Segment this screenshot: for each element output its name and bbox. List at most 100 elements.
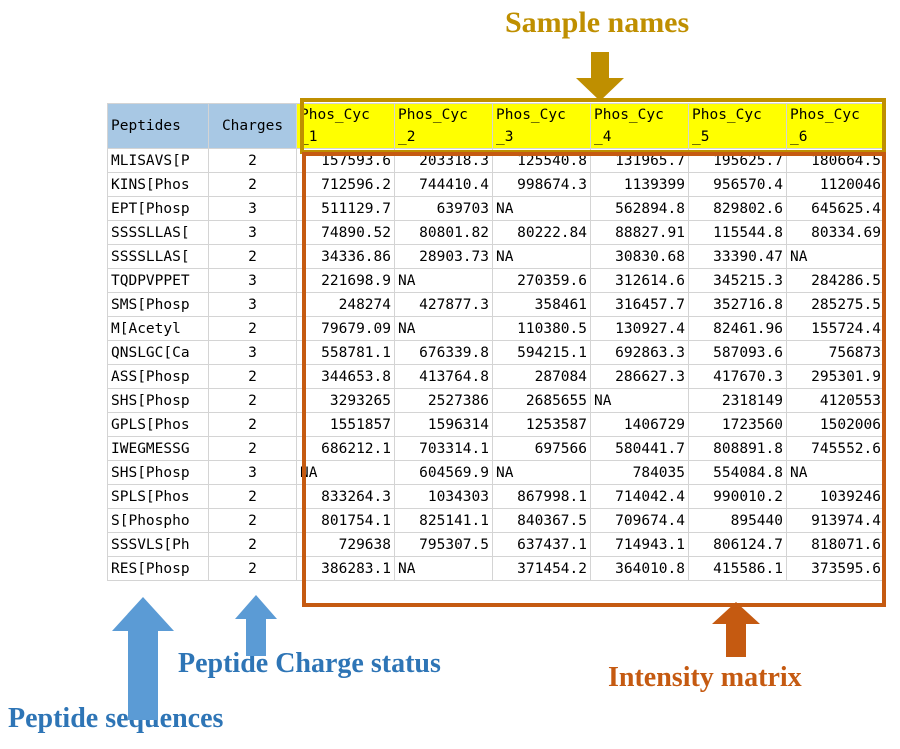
intensity-cell[interactable]: 712596.2 xyxy=(296,172,395,197)
intensity-cell[interactable]: NA xyxy=(786,244,885,269)
intensity-cell[interactable]: 913974.4 xyxy=(786,508,885,533)
intensity-cell[interactable]: 345215.3 xyxy=(688,268,787,293)
intensity-cell[interactable]: 131965.7 xyxy=(590,148,689,173)
intensity-cell[interactable]: 756873 xyxy=(786,340,885,365)
intensity-cell[interactable]: 587093.6 xyxy=(688,340,787,365)
intensity-cell[interactable]: 180664.5 xyxy=(786,148,885,173)
intensity-cell[interactable]: NA xyxy=(492,196,591,221)
intensity-cell[interactable]: 744410.4 xyxy=(394,172,493,197)
charge-cell[interactable]: 3 xyxy=(208,340,297,365)
intensity-cell[interactable]: 286627.3 xyxy=(590,364,689,389)
intensity-cell[interactable]: 295301.9 xyxy=(786,364,885,389)
intensity-cell[interactable]: 825141.1 xyxy=(394,508,493,533)
charge-cell[interactable]: 3 xyxy=(208,460,297,485)
column-header-peptides[interactable]: Peptides xyxy=(107,103,209,149)
charge-cell[interactable]: 2 xyxy=(208,556,297,581)
peptide-cell[interactable]: SHS[Phosp xyxy=(107,388,209,413)
charge-cell[interactable]: 2 xyxy=(208,148,297,173)
intensity-cell[interactable]: 285275.5 xyxy=(786,292,885,317)
intensity-cell[interactable]: 1039246 xyxy=(786,484,885,509)
intensity-cell[interactable]: 364010.8 xyxy=(590,556,689,581)
column-header-charges[interactable]: Charges xyxy=(208,103,297,149)
intensity-cell[interactable]: 125540.8 xyxy=(492,148,591,173)
intensity-cell[interactable]: 867998.1 xyxy=(492,484,591,509)
intensity-cell[interactable]: 594215.1 xyxy=(492,340,591,365)
intensity-cell[interactable]: 840367.5 xyxy=(492,508,591,533)
column-header-sample-2[interactable]: Phos_Cyc _2 xyxy=(394,103,493,149)
intensity-cell[interactable]: 30830.68 xyxy=(590,244,689,269)
intensity-cell[interactable]: 703314.1 xyxy=(394,436,493,461)
intensity-cell[interactable]: 415586.1 xyxy=(688,556,787,581)
peptide-cell[interactable]: IWEGMESSG xyxy=(107,436,209,461)
intensity-cell[interactable]: 115544.8 xyxy=(688,220,787,245)
charge-cell[interactable]: 2 xyxy=(208,532,297,557)
charge-cell[interactable]: 2 xyxy=(208,364,297,389)
peptide-cell[interactable]: S[Phospho xyxy=(107,508,209,533)
intensity-cell[interactable]: 270359.6 xyxy=(492,268,591,293)
intensity-cell[interactable]: 2685655 xyxy=(492,388,591,413)
intensity-cell[interactable]: 562894.8 xyxy=(590,196,689,221)
charge-cell[interactable]: 2 xyxy=(208,484,297,509)
intensity-cell[interactable]: 686212.1 xyxy=(296,436,395,461)
intensity-cell[interactable]: 784035 xyxy=(590,460,689,485)
intensity-cell[interactable]: 344653.8 xyxy=(296,364,395,389)
intensity-cell[interactable]: 801754.1 xyxy=(296,508,395,533)
intensity-cell[interactable]: 373595.6 xyxy=(786,556,885,581)
intensity-cell[interactable]: NA xyxy=(394,316,493,341)
intensity-cell[interactable]: 1034303 xyxy=(394,484,493,509)
intensity-cell[interactable]: 990010.2 xyxy=(688,484,787,509)
intensity-cell[interactable]: 895440 xyxy=(688,508,787,533)
intensity-cell[interactable]: NA xyxy=(394,268,493,293)
intensity-cell[interactable]: 1596314 xyxy=(394,412,493,437)
peptide-cell[interactable]: SPLS[Phos xyxy=(107,484,209,509)
intensity-cell[interactable]: 386283.1 xyxy=(296,556,395,581)
column-header-sample-5[interactable]: Phos_Cyc _5 xyxy=(688,103,787,149)
intensity-cell[interactable]: 604569.9 xyxy=(394,460,493,485)
column-header-sample-1[interactable]: Phos_Cyc _1 xyxy=(296,103,395,149)
peptide-cell[interactable]: SSSVLS[Ph xyxy=(107,532,209,557)
intensity-cell[interactable]: 80334.69 xyxy=(786,220,885,245)
intensity-cell[interactable]: 2318149 xyxy=(688,388,787,413)
intensity-cell[interactable]: 558781.1 xyxy=(296,340,395,365)
intensity-cell[interactable]: 639703 xyxy=(394,196,493,221)
intensity-cell[interactable]: 729638 xyxy=(296,532,395,557)
intensity-cell[interactable]: 818071.6 xyxy=(786,532,885,557)
intensity-cell[interactable]: 34336.86 xyxy=(296,244,395,269)
intensity-cell[interactable]: 829802.6 xyxy=(688,196,787,221)
intensity-cell[interactable]: 195625.7 xyxy=(688,148,787,173)
peptide-cell[interactable]: TQDPVPPET xyxy=(107,268,209,293)
peptide-cell[interactable]: MLISAVS[P xyxy=(107,148,209,173)
intensity-cell[interactable]: 808891.8 xyxy=(688,436,787,461)
intensity-cell[interactable]: 371454.2 xyxy=(492,556,591,581)
intensity-cell[interactable]: 1502006 xyxy=(786,412,885,437)
peptide-cell[interactable]: SSSSLLAS[ xyxy=(107,220,209,245)
intensity-cell[interactable]: 1551857 xyxy=(296,412,395,437)
charge-cell[interactable]: 2 xyxy=(208,508,297,533)
column-header-sample-4[interactable]: Phos_Cyc _4 xyxy=(590,103,689,149)
intensity-cell[interactable]: 79679.09 xyxy=(296,316,395,341)
intensity-cell[interactable]: 645625.4 xyxy=(786,196,885,221)
intensity-cell[interactable]: 88827.91 xyxy=(590,220,689,245)
peptide-cell[interactable]: EPT[Phosp xyxy=(107,196,209,221)
peptide-cell[interactable]: SMS[Phosp xyxy=(107,292,209,317)
charge-cell[interactable]: 2 xyxy=(208,388,297,413)
intensity-cell[interactable]: 130927.4 xyxy=(590,316,689,341)
intensity-cell[interactable]: 80222.84 xyxy=(492,220,591,245)
intensity-cell[interactable]: 714943.1 xyxy=(590,532,689,557)
intensity-cell[interactable]: 709674.4 xyxy=(590,508,689,533)
charge-cell[interactable]: 2 xyxy=(208,316,297,341)
intensity-cell[interactable]: 316457.7 xyxy=(590,292,689,317)
intensity-cell[interactable]: 998674.3 xyxy=(492,172,591,197)
intensity-cell[interactable]: 248274 xyxy=(296,292,395,317)
peptide-cell[interactable]: M[Acetyl xyxy=(107,316,209,341)
charge-cell[interactable]: 2 xyxy=(208,172,297,197)
intensity-cell[interactable]: 3293265 xyxy=(296,388,395,413)
charge-cell[interactable]: 3 xyxy=(208,196,297,221)
